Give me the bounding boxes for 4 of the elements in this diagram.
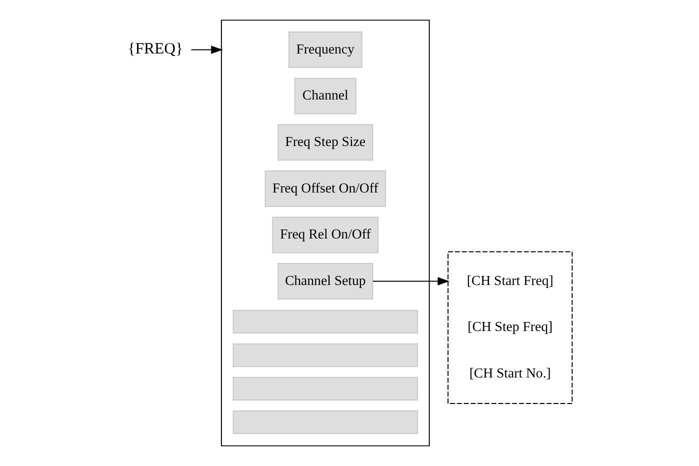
node-text: [CH Start Freq] xyxy=(466,272,553,288)
node-text: [CH Step Freq] xyxy=(467,319,552,334)
node-text: [CH Start No.] xyxy=(468,366,550,381)
node-text: {FREQ} xyxy=(127,40,183,58)
